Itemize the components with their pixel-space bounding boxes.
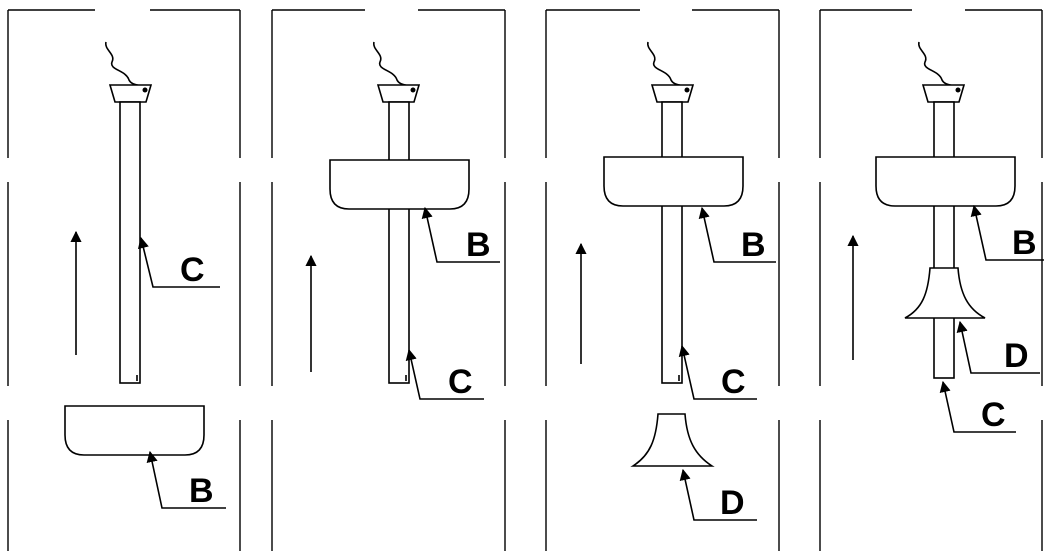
label-c-2: C <box>448 363 473 401</box>
panel-3-frame <box>545 9 780 551</box>
label-c-1: C <box>180 251 205 289</box>
leader-c-4: C <box>939 380 1016 434</box>
leader-d-4: D <box>956 320 1040 375</box>
canopy-b-1 <box>64 405 205 456</box>
label-c-4: C <box>981 396 1006 434</box>
label-b-1: B <box>189 472 214 510</box>
canopy-b-3 <box>603 156 744 207</box>
leader-c-3: C <box>678 344 757 401</box>
canopy-b-4 <box>875 156 1016 207</box>
panel-1-frame <box>7 9 241 551</box>
leader-b-2: B <box>421 206 500 264</box>
label-d-4: D <box>1004 337 1029 375</box>
ceiling-mount-3 <box>647 41 695 103</box>
leader-b-1: B <box>146 450 226 510</box>
canopy-b-2 <box>329 159 470 210</box>
ceiling-mount-2 <box>373 41 421 103</box>
label-b-2: B <box>466 226 491 264</box>
ceiling-mount-1 <box>105 41 153 103</box>
cover-d-3 <box>630 413 715 467</box>
cover-d-4 <box>904 267 986 319</box>
label-b-4: B <box>1012 224 1037 262</box>
leader-c-1: C <box>137 236 220 289</box>
label-c-3: C <box>721 363 746 401</box>
ceiling-mount-4 <box>918 41 966 103</box>
downrod-c-1 <box>119 101 141 384</box>
label-d-3: D <box>720 484 745 522</box>
leader-b-3: B <box>698 206 776 264</box>
panel-step-3: B C D <box>545 9 780 551</box>
leader-b-4: B <box>970 204 1044 262</box>
leader-c-2: C <box>405 348 484 401</box>
panel-2-frame <box>271 9 506 551</box>
panel-4-frame <box>819 9 1043 551</box>
downrod-c-3 <box>661 101 683 384</box>
downrod-c-4 <box>933 101 955 379</box>
leader-d-3: D <box>679 468 757 522</box>
downrod-c-2 <box>388 101 410 384</box>
panel-step-1: C B <box>7 9 241 551</box>
label-b-3: B <box>741 226 766 264</box>
panel-step-2: B C <box>271 9 506 551</box>
panel-step-4: B D C <box>819 9 1044 551</box>
